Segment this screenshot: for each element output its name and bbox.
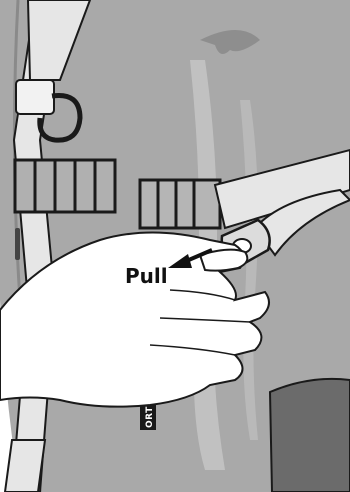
- pull-label: Pull: [125, 264, 168, 288]
- right-webbing-ladder: [140, 180, 220, 228]
- side-pocket: [270, 379, 350, 492]
- left-webbing-ladder: [15, 160, 115, 212]
- bag-slot: [15, 228, 20, 260]
- strap-buckle-top: [16, 80, 54, 114]
- lower-strap-end: [5, 440, 45, 492]
